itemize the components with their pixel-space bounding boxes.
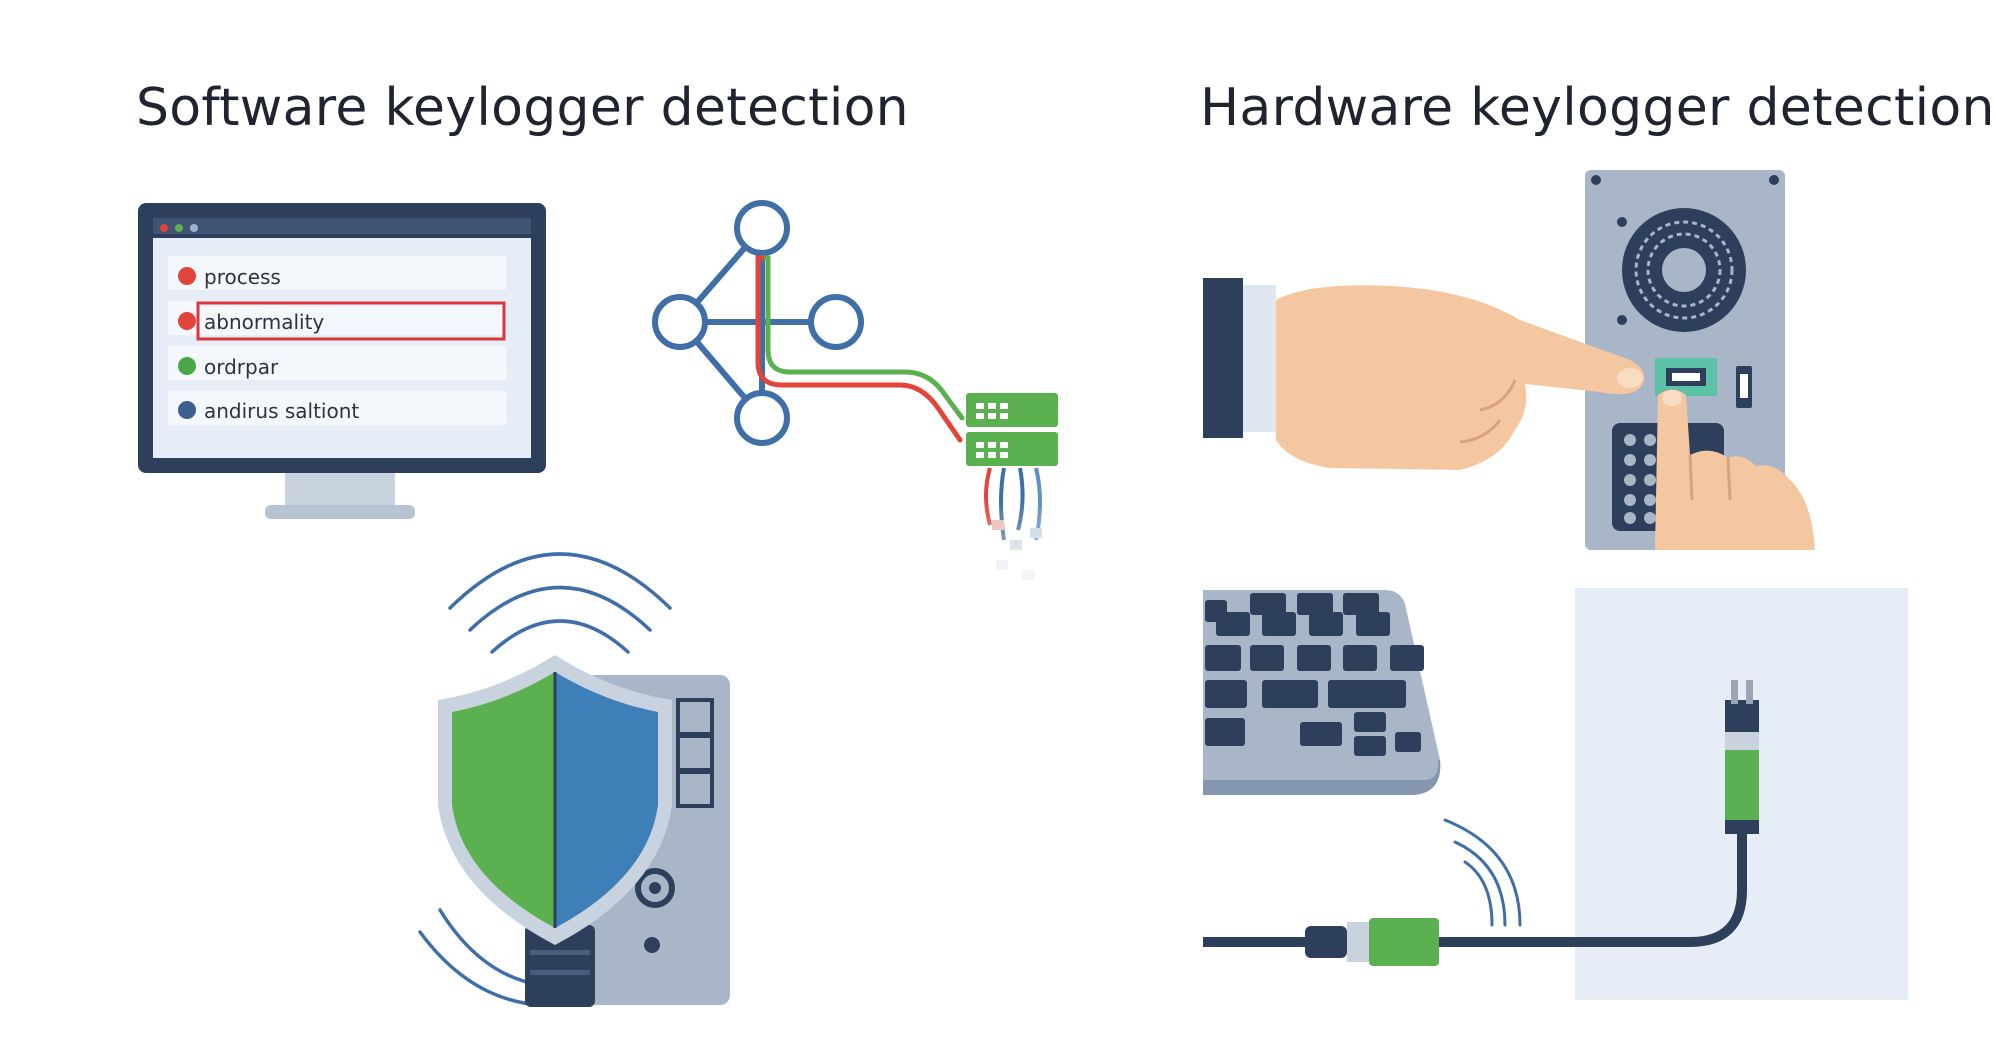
monitor-icon [138, 203, 546, 519]
hand-pointing-icon [1655, 389, 1815, 550]
list-item: abnormality [204, 310, 324, 334]
shield-icon [438, 655, 672, 945]
keyboard-icon [1203, 590, 1441, 795]
wireless-signal-icon [1443, 818, 1522, 927]
network-graph-icon [652, 200, 965, 446]
status-dot [178, 312, 196, 330]
hand-pointing-icon [1203, 278, 1645, 470]
status-dot [178, 401, 196, 419]
list-item: process [204, 265, 281, 289]
software-title: Software keylogger detection [136, 78, 909, 138]
status-dot [178, 267, 196, 285]
list-item: andirus saltiont [204, 399, 359, 423]
list-item: ordrpar [204, 355, 279, 379]
status-dot [178, 357, 196, 375]
server-rack-icon [966, 393, 1060, 630]
monitor-list: process abnormality ordrpar andirus salt… [178, 265, 359, 423]
hardware-title: Hardware keylogger detection [1200, 78, 1995, 138]
usb-cable-icon [1203, 680, 1759, 966]
